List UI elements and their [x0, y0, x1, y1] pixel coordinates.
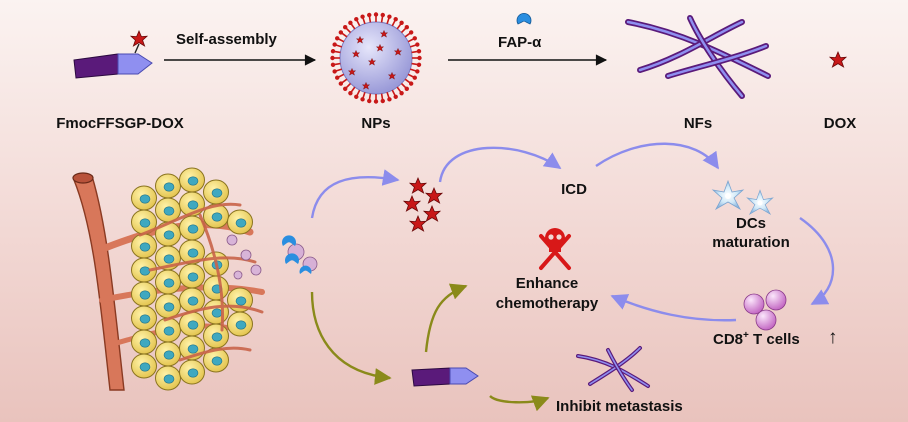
tumor-cell — [179, 359, 205, 385]
cd8-superscript: + — [743, 330, 749, 341]
tumor-cell — [155, 293, 181, 319]
increase-arrow-icon: ↑ — [828, 327, 838, 348]
inhibit-metastasis-label: Inhibit metastasis — [556, 398, 683, 415]
tumor-cell — [155, 317, 181, 343]
nanoparticle-spike — [410, 47, 423, 56]
nanoparticle — [329, 11, 423, 105]
t-cells-text: T cells — [748, 331, 800, 348]
peptide-fragment — [411, 367, 479, 387]
enhance-label: Enhance — [515, 275, 579, 292]
tumor-cell — [179, 167, 205, 193]
nanoparticle-spike — [372, 93, 380, 105]
tumor-cell — [131, 281, 157, 307]
tumor-cell — [203, 179, 229, 205]
tumor-cell — [203, 299, 229, 325]
tumor-cell — [131, 353, 157, 379]
fap-enzyme-icon — [516, 12, 532, 25]
nanoparticle-spike — [331, 66, 344, 75]
dox-release-cluster — [403, 177, 443, 232]
small-nanofibers — [576, 346, 650, 392]
nanoparticle-spike — [329, 60, 342, 69]
nanoparticle-spike — [411, 54, 423, 62]
nanoparticle-spike — [384, 90, 393, 103]
nanoparticle-spike — [365, 92, 374, 105]
enzyme-nanoparticle-cluster — [282, 235, 318, 274]
tumor-cell — [155, 341, 181, 367]
tumor-cell — [155, 365, 181, 391]
tumor-cell — [155, 173, 181, 199]
nanoparticle-spike — [359, 90, 368, 103]
tumor-cell — [131, 329, 157, 355]
olive-pathway-arrows — [310, 283, 550, 412]
tumor-cell — [179, 263, 205, 289]
tumor-cell — [203, 275, 229, 301]
nanoparticle-spike — [408, 41, 421, 50]
dox-label: DOX — [823, 115, 857, 132]
vessel-branches — [138, 202, 264, 362]
tumor-cell — [203, 323, 229, 349]
nanoparticle-spike — [359, 13, 368, 26]
prodrug-label: FmocFFSGP-DOX — [56, 115, 184, 132]
blue-pathway-arrows — [310, 142, 835, 322]
dox-molecule — [829, 51, 847, 68]
icd-label: ICD — [561, 181, 587, 198]
dcs-label: DCs — [735, 215, 767, 232]
nfs-label: NFs — [683, 115, 713, 132]
skull-icon — [539, 228, 571, 270]
nanoparticle-spike — [331, 41, 344, 50]
fap-label: FAP-α — [498, 34, 542, 51]
nps-label: NPs — [361, 115, 391, 132]
chemotherapy-label: chemotherapy — [495, 295, 599, 312]
t-cells — [743, 289, 787, 331]
nanoparticle-spike — [384, 13, 393, 26]
tumor-cell — [131, 305, 157, 331]
nanoparticle-spike — [329, 54, 341, 62]
nanofibers — [625, 15, 771, 99]
tumor-cell — [131, 233, 157, 259]
tumor-nanoparticles — [226, 234, 262, 280]
nanoparticle-spike — [408, 66, 421, 75]
nanoparticle-spike — [372, 11, 380, 23]
tumor-cell — [155, 269, 181, 295]
dendritic-cells — [711, 179, 774, 215]
nanoparticle-spike — [378, 92, 387, 105]
tumor-cell — [227, 209, 253, 235]
cd8-text: CD8 — [713, 331, 744, 348]
nanoparticle-spike — [410, 60, 423, 69]
tumor-cell — [227, 311, 253, 337]
nanoparticle-spike — [365, 11, 374, 24]
prodrug-molecule — [73, 30, 153, 79]
self-assembly-label: Self-assembly — [176, 31, 277, 48]
nanoparticle-spike — [329, 47, 342, 56]
tumor-cell — [131, 185, 157, 211]
nanoparticle-spike — [378, 11, 387, 24]
cd8-t-cells-label: CD8+ T cells — [713, 330, 800, 348]
maturation-label: maturation — [712, 234, 790, 251]
